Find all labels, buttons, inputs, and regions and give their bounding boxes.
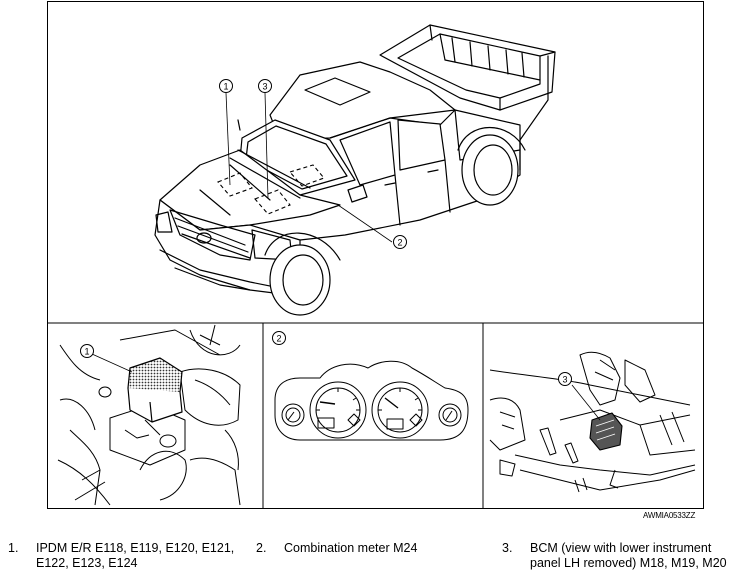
callout-circle-3: [258, 79, 272, 93]
diagram-frame: [47, 1, 704, 509]
callout-circle-panel1: [80, 344, 94, 358]
bcm-unit: [589, 412, 623, 451]
callout-leader-panel1: [91, 353, 133, 373]
legend-text-2: Combination meter M24: [284, 541, 418, 555]
callout-label-panel3: 3: [562, 375, 567, 385]
callout-label-1: 1: [223, 82, 228, 92]
callout-leaders: [225, 92, 393, 243]
ipdm-unit: [127, 357, 183, 423]
callout-label-3: 3: [262, 82, 267, 92]
callout-label-panel2: 2: [276, 334, 281, 344]
callout-circle-1: [219, 79, 233, 93]
callout-leader-panel3: [571, 384, 601, 421]
legend-text-3: BCM (view with lower instrument panel LH…: [530, 541, 727, 570]
callout-circle-panel3: [558, 372, 572, 386]
bcm-instrument-panel-illustration: [489, 351, 696, 493]
pickup-truck-illustration: [154, 24, 556, 316]
legend-num-3: 3.: [502, 541, 513, 555]
ipdm-location-marker: [217, 172, 253, 197]
callout-circle-panel2: [272, 331, 286, 345]
callout-label-2: 2: [397, 238, 402, 248]
callout-label-panel1: 1: [84, 347, 89, 357]
bcm-location-marker: [289, 164, 325, 187]
combination-meter-location-marker: [254, 189, 291, 215]
callout-circle-2: [393, 235, 407, 249]
combination-meter-illustration: [274, 360, 469, 441]
legend-text-1: IPDM E/R E118, E119, E120, E121, E122, E…: [36, 541, 235, 570]
figure-code: AWMIA0533ZZ: [643, 511, 696, 520]
component-location-markers: [217, 164, 325, 215]
ipdm-engine-bay-illustration: [57, 324, 241, 506]
legend-num-2: 2.: [256, 541, 267, 555]
legend-num-1: 1.: [8, 541, 19, 555]
